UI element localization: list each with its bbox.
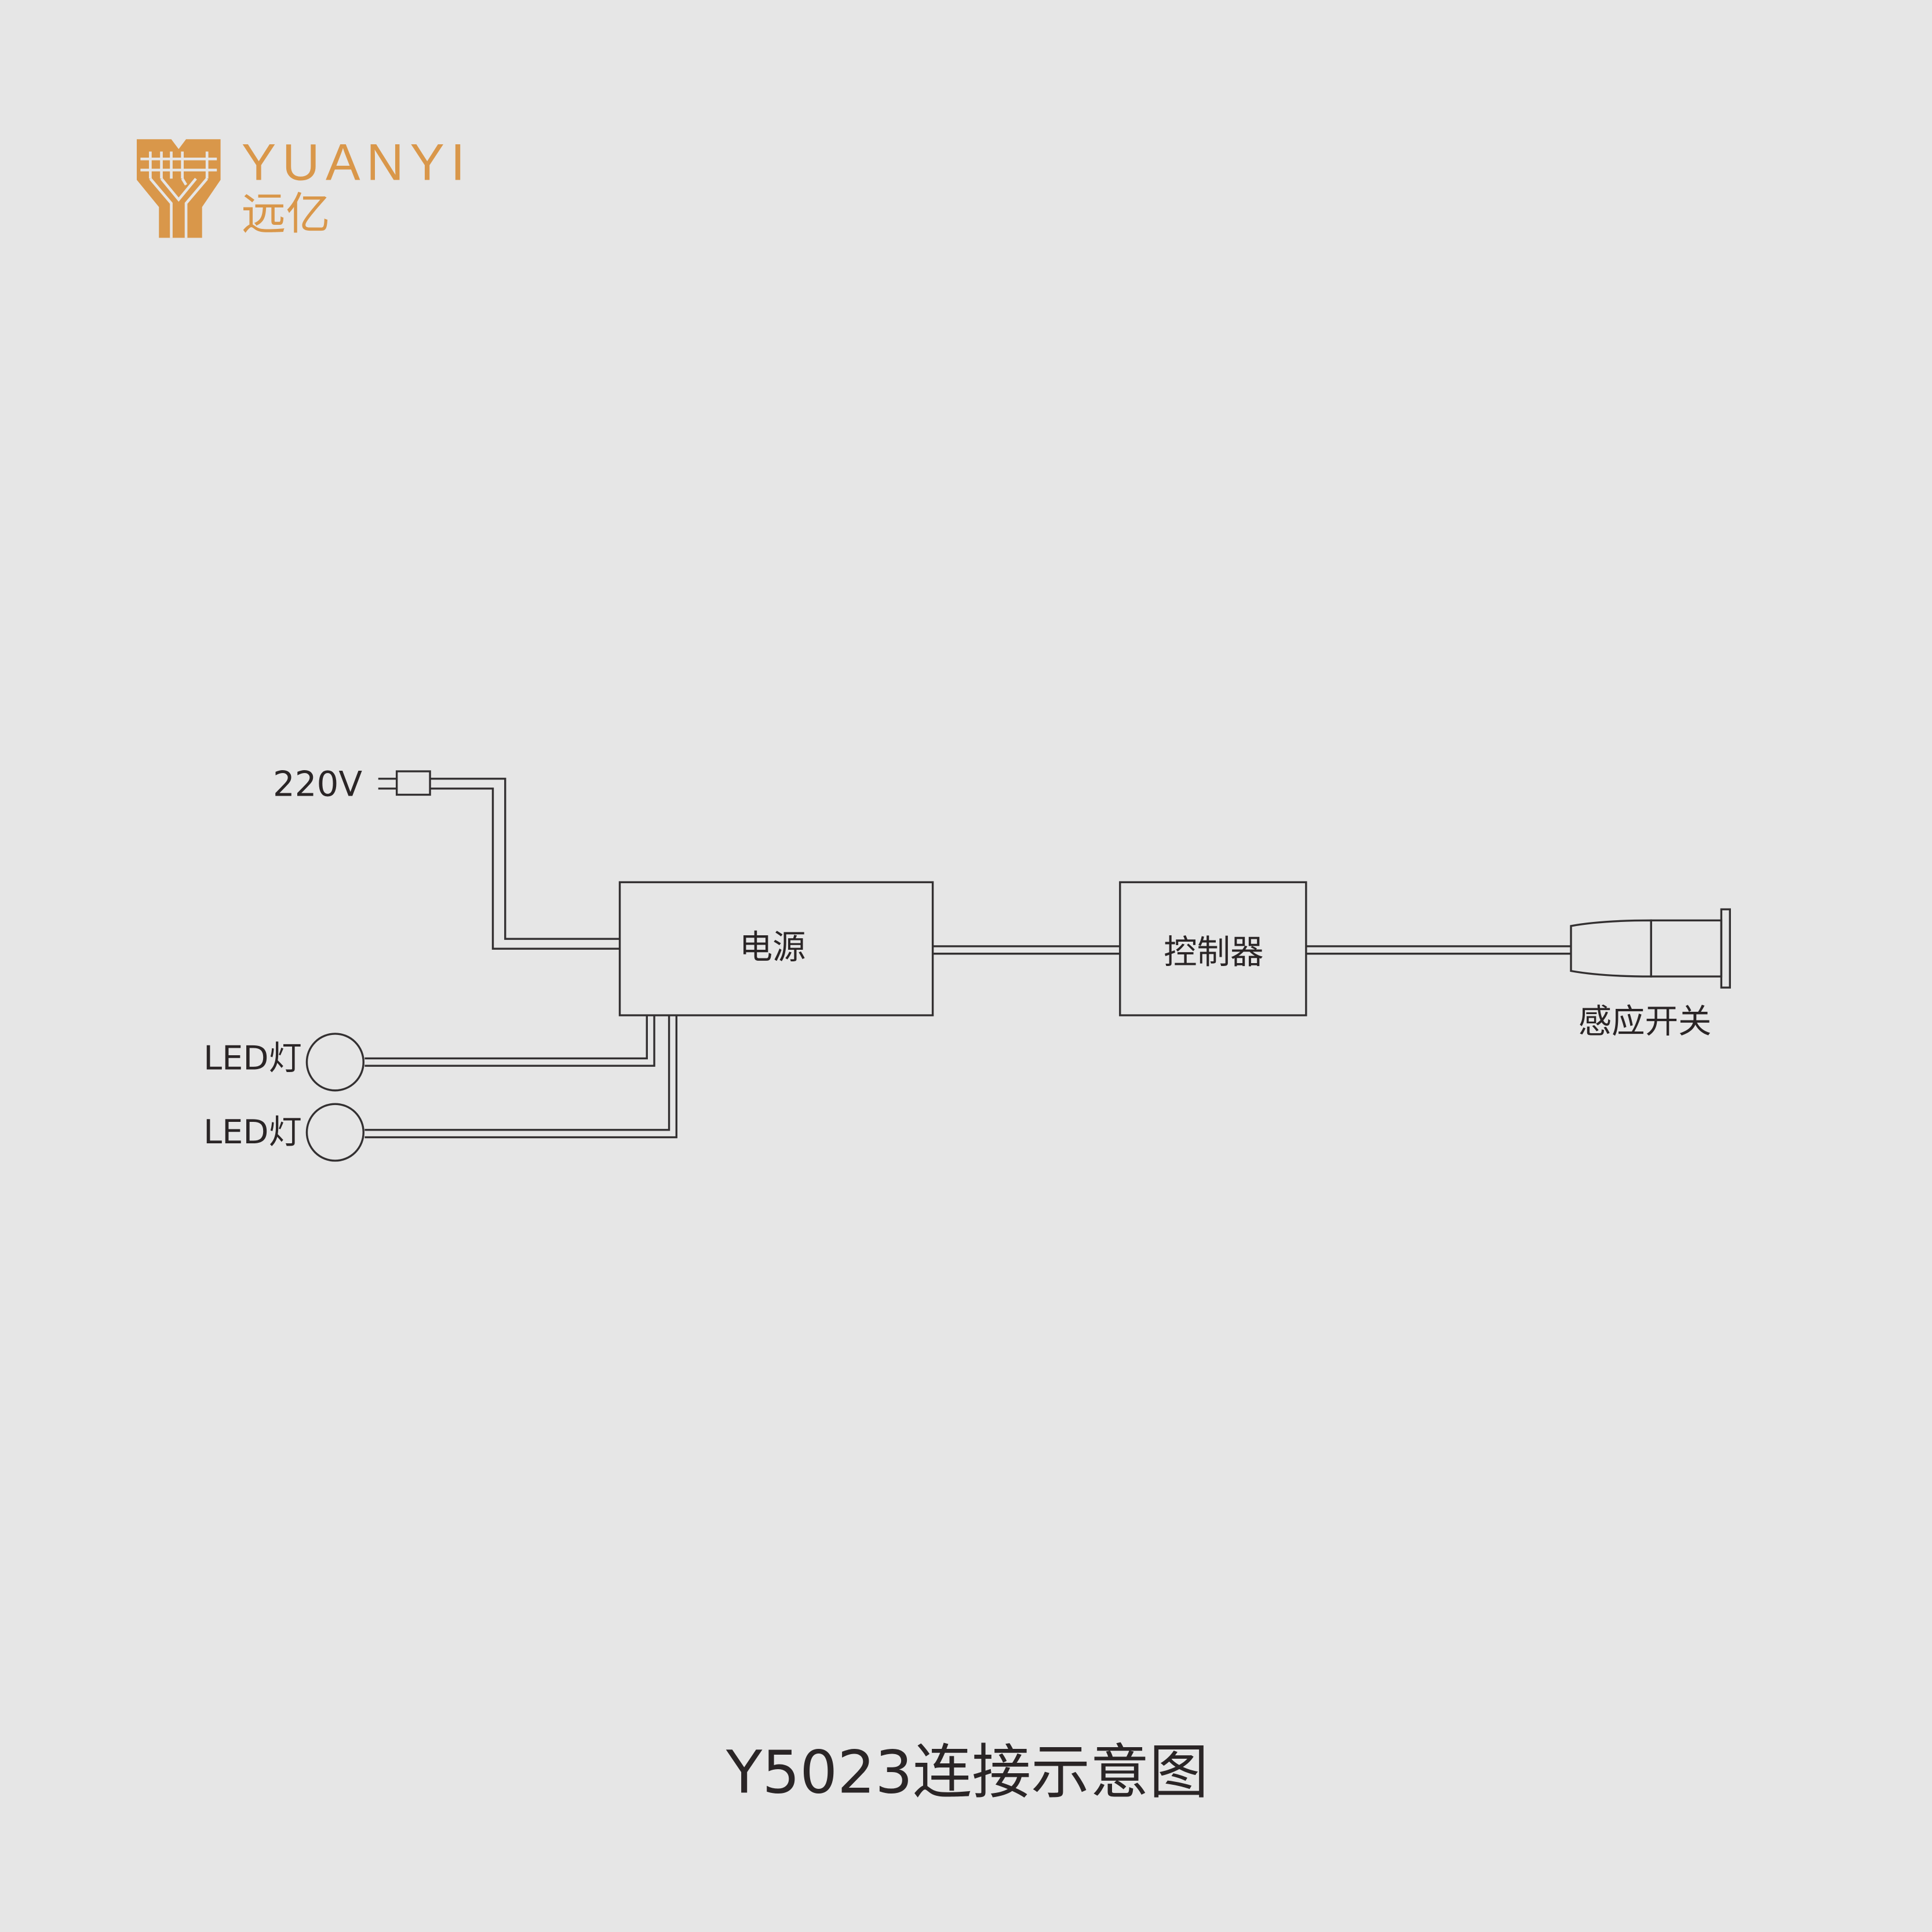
- led-light-2: LED灯: [203, 1103, 364, 1162]
- logo-mark-icon: [137, 139, 221, 238]
- led-light-1: LED灯: [203, 1033, 364, 1092]
- controller-sensor-cable: [1306, 945, 1572, 955]
- power-input-label: 220V: [273, 765, 363, 805]
- logo-brand-en: YUANYI: [242, 133, 471, 191]
- logo-brand-cn: 远亿: [242, 189, 330, 239]
- sensor-switch-icon: [1570, 908, 1731, 989]
- led-lamp-icon: [305, 1033, 364, 1092]
- led-cables: [364, 1015, 678, 1139]
- diagram-title: Y5023连接示意图: [726, 1738, 1208, 1807]
- controller-label: 控制器: [1164, 933, 1263, 972]
- power-supply-label: 电源: [739, 928, 806, 967]
- controller-box: 控制器: [1119, 881, 1307, 1016]
- mains-cable: [430, 778, 620, 950]
- power-controller-cable: [932, 945, 1120, 955]
- sensor-switch-label: 感应开关: [1579, 1002, 1712, 1041]
- plug-icon: [378, 770, 431, 796]
- led-label-2: LED灯: [203, 1113, 302, 1151]
- power-supply-box: 电源: [618, 881, 934, 1016]
- led-label-1: LED灯: [203, 1039, 302, 1078]
- logo: YUANYI 远亿: [137, 133, 471, 239]
- led-lamp-icon: [305, 1103, 364, 1162]
